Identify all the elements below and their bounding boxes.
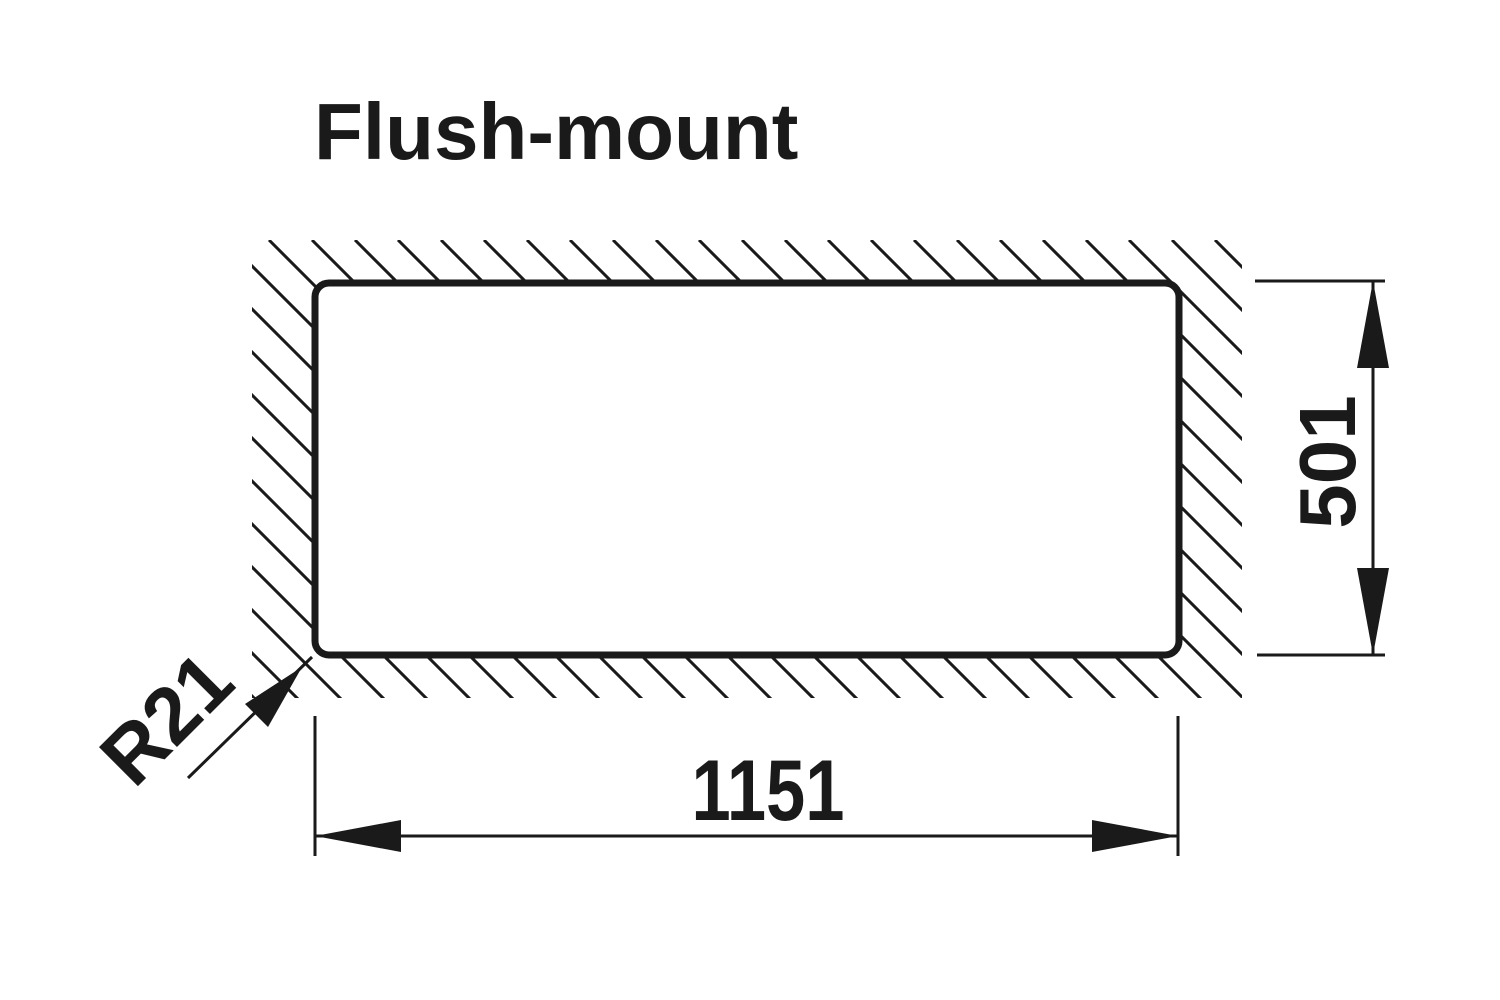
radius-label: R21 [83, 635, 250, 802]
arrow-right-icon [1092, 820, 1178, 852]
width-dimension [313, 716, 1180, 856]
height-label: 501 [1283, 395, 1372, 528]
radius-arrow-icon [245, 667, 302, 727]
diagram-title: Flush-mount [314, 87, 799, 176]
arrow-down-icon [1357, 568, 1389, 655]
arrow-up-icon [1357, 281, 1389, 368]
cutout-outline [311, 279, 1183, 659]
width-label: 1151 [692, 742, 845, 838]
arrow-left-icon [315, 820, 401, 852]
radius-callout [186, 655, 314, 780]
height-dimension [1255, 279, 1389, 657]
